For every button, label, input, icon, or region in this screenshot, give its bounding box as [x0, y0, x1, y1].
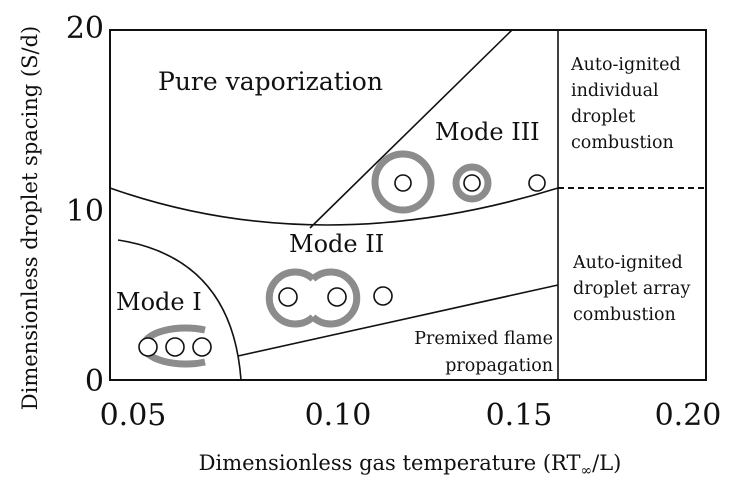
- x-axis-title-suffix: /L): [592, 451, 621, 475]
- mode-3-label: Mode III: [435, 118, 540, 146]
- individual-label-line-4: combustion: [571, 133, 674, 153]
- premixed-boundary: [237, 284, 559, 357]
- x-axis-title-subscript: ∞: [580, 463, 592, 479]
- individual-label-line-1: Auto-ignited: [570, 55, 681, 75]
- droplet: [327, 287, 347, 307]
- x-axis-title-prefix: Dimensionless gas temperature (RT: [199, 451, 581, 475]
- x-axis-title: Dimensionless gas temperature (RT∞/L): [199, 451, 622, 479]
- droplet: [165, 337, 185, 357]
- mode-3-left-boundary: [309, 29, 513, 229]
- y-tick-label: 0: [85, 364, 104, 399]
- premixed-label-line-1: Premixed flame: [414, 329, 553, 349]
- mode-2-label: Mode II: [289, 230, 384, 258]
- droplet: [463, 174, 481, 192]
- pure-vaporization-label: Pure vaporization: [158, 67, 383, 96]
- droplet: [528, 174, 546, 192]
- x-tick-label: 0.05: [100, 398, 167, 433]
- droplet: [394, 174, 412, 192]
- droplet: [138, 337, 158, 357]
- mode-3-flame-large: [371, 150, 435, 214]
- mode-2-flame-left: [265, 268, 316, 328]
- premixed-label-line-2: propagation: [445, 356, 553, 376]
- droplet: [373, 286, 393, 306]
- individual-label-line-2: individual: [571, 81, 659, 101]
- droplet: [192, 337, 212, 357]
- x-tick-label: 0.15: [486, 398, 553, 433]
- individual-label-line-3: droplet: [571, 107, 635, 127]
- y-tick-label: 10: [66, 194, 104, 229]
- mode-3-flame-small: [452, 163, 492, 203]
- x-tick-label: 0.20: [655, 398, 722, 433]
- y-tick-label: 20: [66, 11, 104, 46]
- mode-1-boundary: [117, 239, 242, 381]
- plot-frame: [109, 29, 707, 381]
- droplet: [278, 287, 298, 307]
- array-label-line-2: droplet array: [573, 279, 690, 299]
- array-label-line-3: combustion: [573, 305, 676, 325]
- mode-2-flame-right: [310, 268, 361, 328]
- y-axis-title: Dimensionless droplet spacing (S/d): [18, 26, 42, 410]
- x-tick-label: 0.10: [305, 398, 372, 433]
- pure-vaporization-boundary: [109, 187, 559, 226]
- array-label-line-1: Auto-ignited: [572, 253, 683, 273]
- mode-1-label: Mode I: [116, 288, 202, 316]
